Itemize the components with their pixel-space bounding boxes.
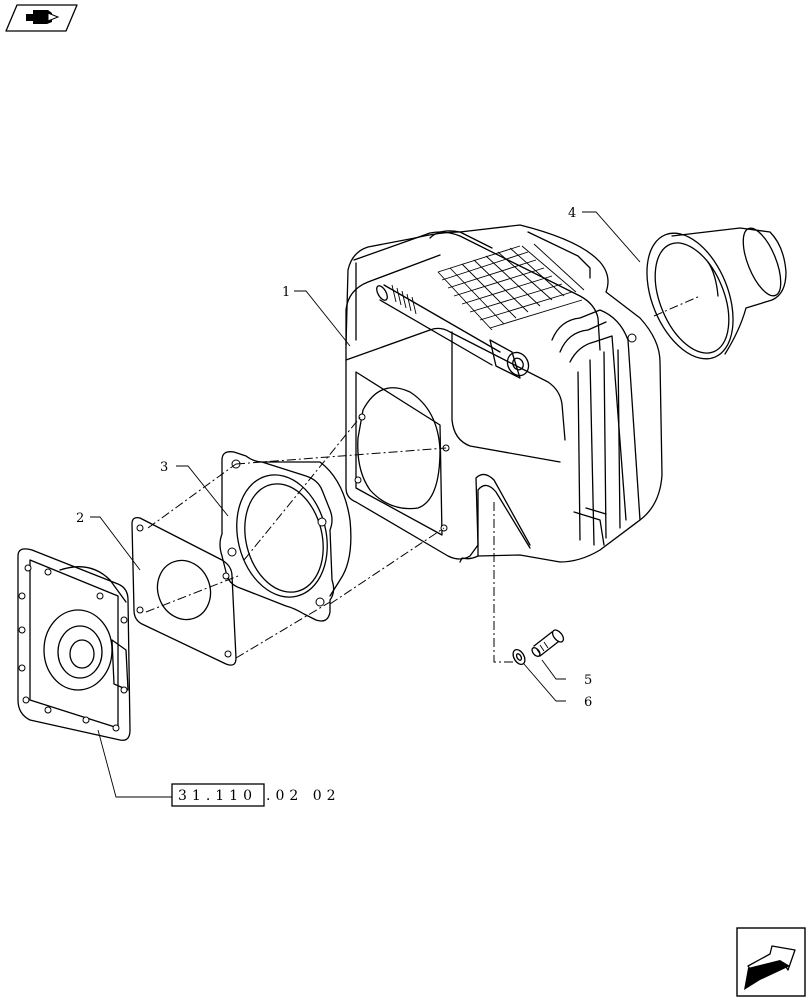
reference-housing <box>17 548 131 741</box>
reference-box[interactable] <box>171 783 265 807</box>
callout-2: 2 <box>76 511 84 526</box>
book-arrow-icon[interactable] <box>5 4 78 32</box>
grille-pattern <box>437 243 585 331</box>
bolt-holes <box>18 564 128 732</box>
reference-suffix-text: .02 02 <box>266 788 341 804</box>
part-3-flange <box>219 451 352 622</box>
callout-1: 1 <box>282 285 290 300</box>
part-6-washer <box>512 648 526 666</box>
leader-lines <box>90 211 641 798</box>
reference-boxed-text[interactable]: 31.110 <box>178 788 257 804</box>
part-5-screw <box>531 629 565 657</box>
part-1-housing <box>345 224 663 563</box>
section-reference[interactable]: 31.110 .02 02 <box>171 783 341 807</box>
callout-6: 6 <box>584 695 592 710</box>
next-page-arrow-icon[interactable] <box>736 927 806 997</box>
callout-4: 4 <box>568 206 576 221</box>
assembly-centerlines <box>145 295 701 663</box>
callout-3: 3 <box>160 460 168 475</box>
callout-5: 5 <box>584 673 592 688</box>
part-4-cap <box>646 227 787 360</box>
